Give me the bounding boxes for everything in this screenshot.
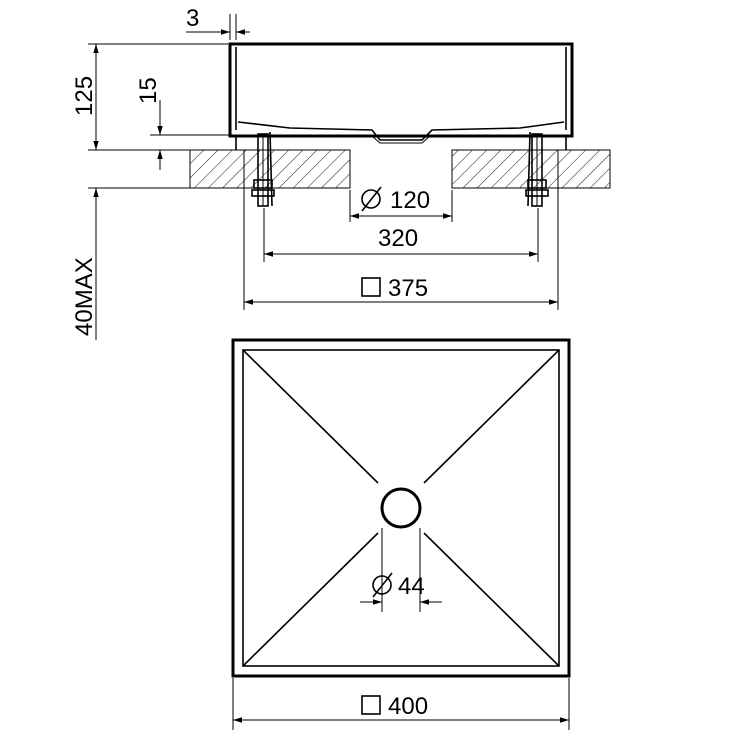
- dim-basin-label: 400: [388, 693, 428, 720]
- square-symbol-basin: [361, 695, 381, 715]
- diameter-symbol: [361, 186, 382, 212]
- countertop-right: [451, 149, 611, 189]
- dim-drain-label: 120: [390, 187, 430, 214]
- dim-cutout-label: 375: [388, 275, 428, 302]
- mounting-bolt-right: [525, 131, 549, 207]
- side-view: 3 125 15 40MAX 120 320 375: [71, 5, 611, 340]
- drain-outlet: [380, 487, 422, 529]
- diameter-symbol-outlet: [372, 572, 393, 598]
- dim-rim-label: 15: [135, 77, 162, 104]
- dim-gap-label: 3: [186, 5, 199, 32]
- dim-height-label: 125: [71, 76, 98, 116]
- dim-outlet-label: 44: [398, 573, 425, 600]
- basin-body: [228, 42, 574, 150]
- square-symbol: [361, 277, 381, 297]
- mounting-bolt-left: [251, 131, 275, 207]
- dim-bolt-spacing-label: 320: [378, 225, 418, 252]
- dim-countertop-label: 40MAX: [71, 257, 98, 336]
- top-view: 44 400: [231, 338, 571, 730]
